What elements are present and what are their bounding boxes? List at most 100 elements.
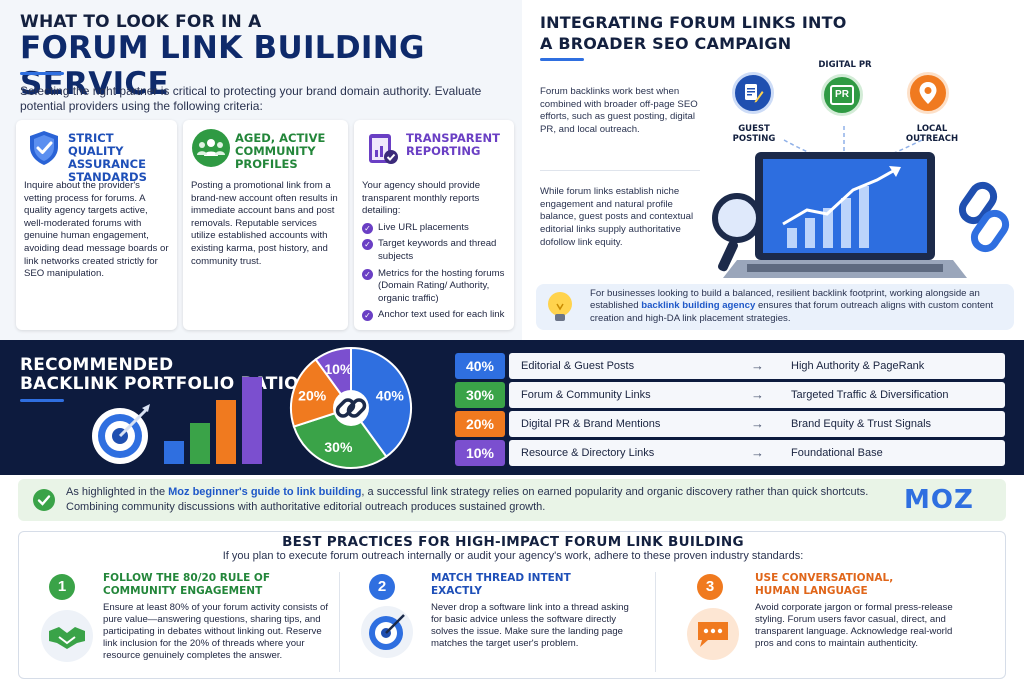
pie-label: 40% bbox=[376, 387, 405, 403]
digital-pr-bubble: PR bbox=[821, 74, 863, 116]
ratio-category: Resource & Directory Links bbox=[521, 447, 655, 459]
agency-link[interactable]: backlink building agency bbox=[641, 300, 756, 312]
moz-text: As highlighted in the Moz beginner's gui… bbox=[66, 486, 869, 513]
arrow-right-icon: → bbox=[751, 416, 764, 431]
callout-text: For businesses looking to build a balanc… bbox=[590, 288, 994, 324]
practice-title: MATCH THREAD INTENT EXACTLY bbox=[431, 572, 571, 597]
ratio-percent: 20% bbox=[455, 411, 505, 437]
digital-pr-label: DIGITAL PR bbox=[818, 60, 872, 70]
title-accent-line bbox=[20, 72, 64, 75]
integration-section: INTEGRATING FORUM LINKS INTO A BROADER S… bbox=[522, 0, 1024, 340]
arrow-right-icon: → bbox=[751, 358, 764, 373]
handshake-icon bbox=[49, 627, 85, 649]
document-pen-icon bbox=[745, 84, 764, 103]
practice-title: USE CONVERSATIONAL, HUMAN LANGUAGE bbox=[755, 572, 894, 597]
ratio-result: High Authority & PageRank bbox=[791, 360, 925, 372]
chain-link-icon bbox=[958, 181, 1010, 253]
moz-logo: MOZ bbox=[904, 485, 974, 515]
integration-para-2: While forum links establish niche engage… bbox=[540, 186, 694, 248]
growth-bar bbox=[164, 441, 184, 464]
check-icon: ✓ bbox=[362, 222, 373, 234]
ratio-bar: Editorial & Guest Posts → High Authority &… bbox=[509, 353, 1005, 379]
integration-para-1: Forum backlinks work best when combined … bbox=[540, 86, 698, 136]
portfolio-ratio-section: RECOMMENDED BACKLINK PORTFOLIO RATIO 40%… bbox=[0, 340, 1024, 475]
target-illustration bbox=[361, 606, 413, 658]
ratio-row: 10% Resource & Directory Links → Foundation… bbox=[455, 440, 1005, 466]
check-icon: ✓ bbox=[362, 239, 373, 251]
section-kicker: WHAT TO LOOK FOR IN A bbox=[20, 12, 262, 32]
local-outreach-bubble bbox=[907, 72, 949, 114]
intro-text: Selecting the right partner is critical … bbox=[20, 84, 482, 113]
criteria-card-profiles: AGED, ACTIVE COMMUNITY PROFILES Posting … bbox=[183, 120, 348, 330]
practice-body: Ensure at least 80% of your forum activi… bbox=[103, 602, 329, 661]
community-group-icon bbox=[192, 129, 230, 167]
ratio-category: Digital PR & Brand Mentions bbox=[521, 418, 661, 430]
list-item: ✓Live URL placements bbox=[362, 222, 508, 235]
practice-body: Never drop a software link into a thread… bbox=[431, 602, 629, 649]
criteria-card-reporting: TRANSPARENT REPORTING Your agency should… bbox=[354, 120, 514, 330]
section-title: FORUM LINK BUILDING SERVICE bbox=[20, 30, 425, 102]
ratio-percent: 40% bbox=[455, 353, 505, 379]
pie-label: 20% bbox=[298, 387, 327, 403]
agency-callout: For businesses looking to build a balanc… bbox=[536, 284, 1014, 330]
report-clipboard-icon bbox=[369, 134, 398, 164]
step-number: 2 bbox=[369, 574, 395, 600]
title-accent-line bbox=[20, 399, 64, 402]
pr-badge-icon: PR bbox=[830, 85, 854, 105]
target-icon bbox=[369, 614, 405, 650]
ratio-category: Editorial & Guest Posts bbox=[521, 360, 635, 372]
report-checklist: ✓Live URL placements ✓Target keywords an… bbox=[362, 222, 508, 322]
growth-bars bbox=[164, 377, 262, 464]
lightbulb-icon bbox=[548, 292, 572, 321]
guest-posting-bubble bbox=[732, 72, 774, 114]
pie-label: 10% bbox=[324, 361, 353, 377]
column-divider bbox=[655, 572, 656, 672]
card-intro: Your agency should provide transparent m… bbox=[362, 180, 481, 217]
ratio-result: Brand Equity & Trust Signals bbox=[791, 418, 932, 430]
ratio-row: 40% Editorial & Guest Posts → High Authorit… bbox=[455, 353, 1005, 379]
list-item: ✓Anchor text used for each link bbox=[362, 309, 508, 322]
card-body: Posting a promotional link from a brand-… bbox=[191, 180, 338, 267]
ratio-result: Targeted Traffic & Diversification bbox=[791, 389, 949, 401]
title-accent-line bbox=[540, 58, 584, 61]
list-item: ✓Metrics for the hosting forums (Domain … bbox=[362, 268, 508, 306]
portfolio-pie-chart: 40% 30% 20% 10% bbox=[290, 346, 412, 469]
shield-check-icon bbox=[30, 131, 58, 165]
pie-slice bbox=[292, 406, 388, 469]
ratio-bar: Resource & Directory Links → Foundational … bbox=[509, 440, 1005, 466]
moz-guide-link[interactable]: Moz beginner's guide to link building bbox=[168, 486, 362, 498]
chain-link-icon bbox=[335, 398, 367, 418]
arrow-right-icon: → bbox=[751, 445, 764, 460]
best-practices-subtitle: If you plan to execute forum outreach in… bbox=[222, 550, 804, 562]
card-title: AGED, ACTIVE COMMUNITY PROFILES bbox=[235, 131, 326, 171]
magnifier-icon bbox=[712, 193, 762, 272]
ratio-percent: 30% bbox=[455, 382, 505, 408]
arrow-right-icon: → bbox=[751, 387, 764, 402]
chat-illustration bbox=[687, 608, 739, 660]
moz-reference-band: As highlighted in the Moz beginner's gui… bbox=[18, 479, 1006, 521]
check-circle-icon bbox=[33, 489, 55, 511]
list-item: ✓Target keywords and thread subjects bbox=[362, 238, 508, 263]
card-title: TRANSPARENT REPORTING bbox=[406, 131, 500, 158]
location-pin-icon bbox=[919, 82, 937, 104]
check-icon: ✓ bbox=[362, 310, 373, 322]
divider bbox=[540, 170, 700, 171]
ratio-category: Forum & Community Links bbox=[521, 389, 651, 401]
check-icon: ✓ bbox=[362, 268, 373, 280]
ratio-percent: 10% bbox=[455, 440, 505, 466]
guest-posting-label: GUEST POSTING bbox=[732, 124, 776, 144]
step-number: 3 bbox=[697, 574, 723, 600]
ratio-row: 20% Digital PR & Brand Mentions → Brand Equ… bbox=[455, 411, 1005, 437]
pie-label: 30% bbox=[324, 439, 353, 455]
ratio-bar: Forum & Community Links → Targeted Traffic… bbox=[509, 382, 1005, 408]
column-divider bbox=[339, 572, 340, 672]
ratio-result: Foundational Base bbox=[791, 447, 883, 459]
chat-bubble-icon bbox=[698, 622, 728, 647]
local-outreach-label: LOCAL OUTREACH bbox=[905, 124, 959, 144]
laptop-chart-icon bbox=[723, 152, 967, 278]
card-title: STRICT QUALITY ASSURANCE STANDARDS bbox=[68, 131, 147, 184]
card-body: Inquire about the provider's vetting pro… bbox=[24, 180, 169, 280]
growth-bar bbox=[242, 377, 262, 464]
growth-bar bbox=[216, 400, 236, 464]
best-practices-section: BEST PRACTICES FOR HIGH-IMPACT FORUM LIN… bbox=[18, 531, 1006, 679]
